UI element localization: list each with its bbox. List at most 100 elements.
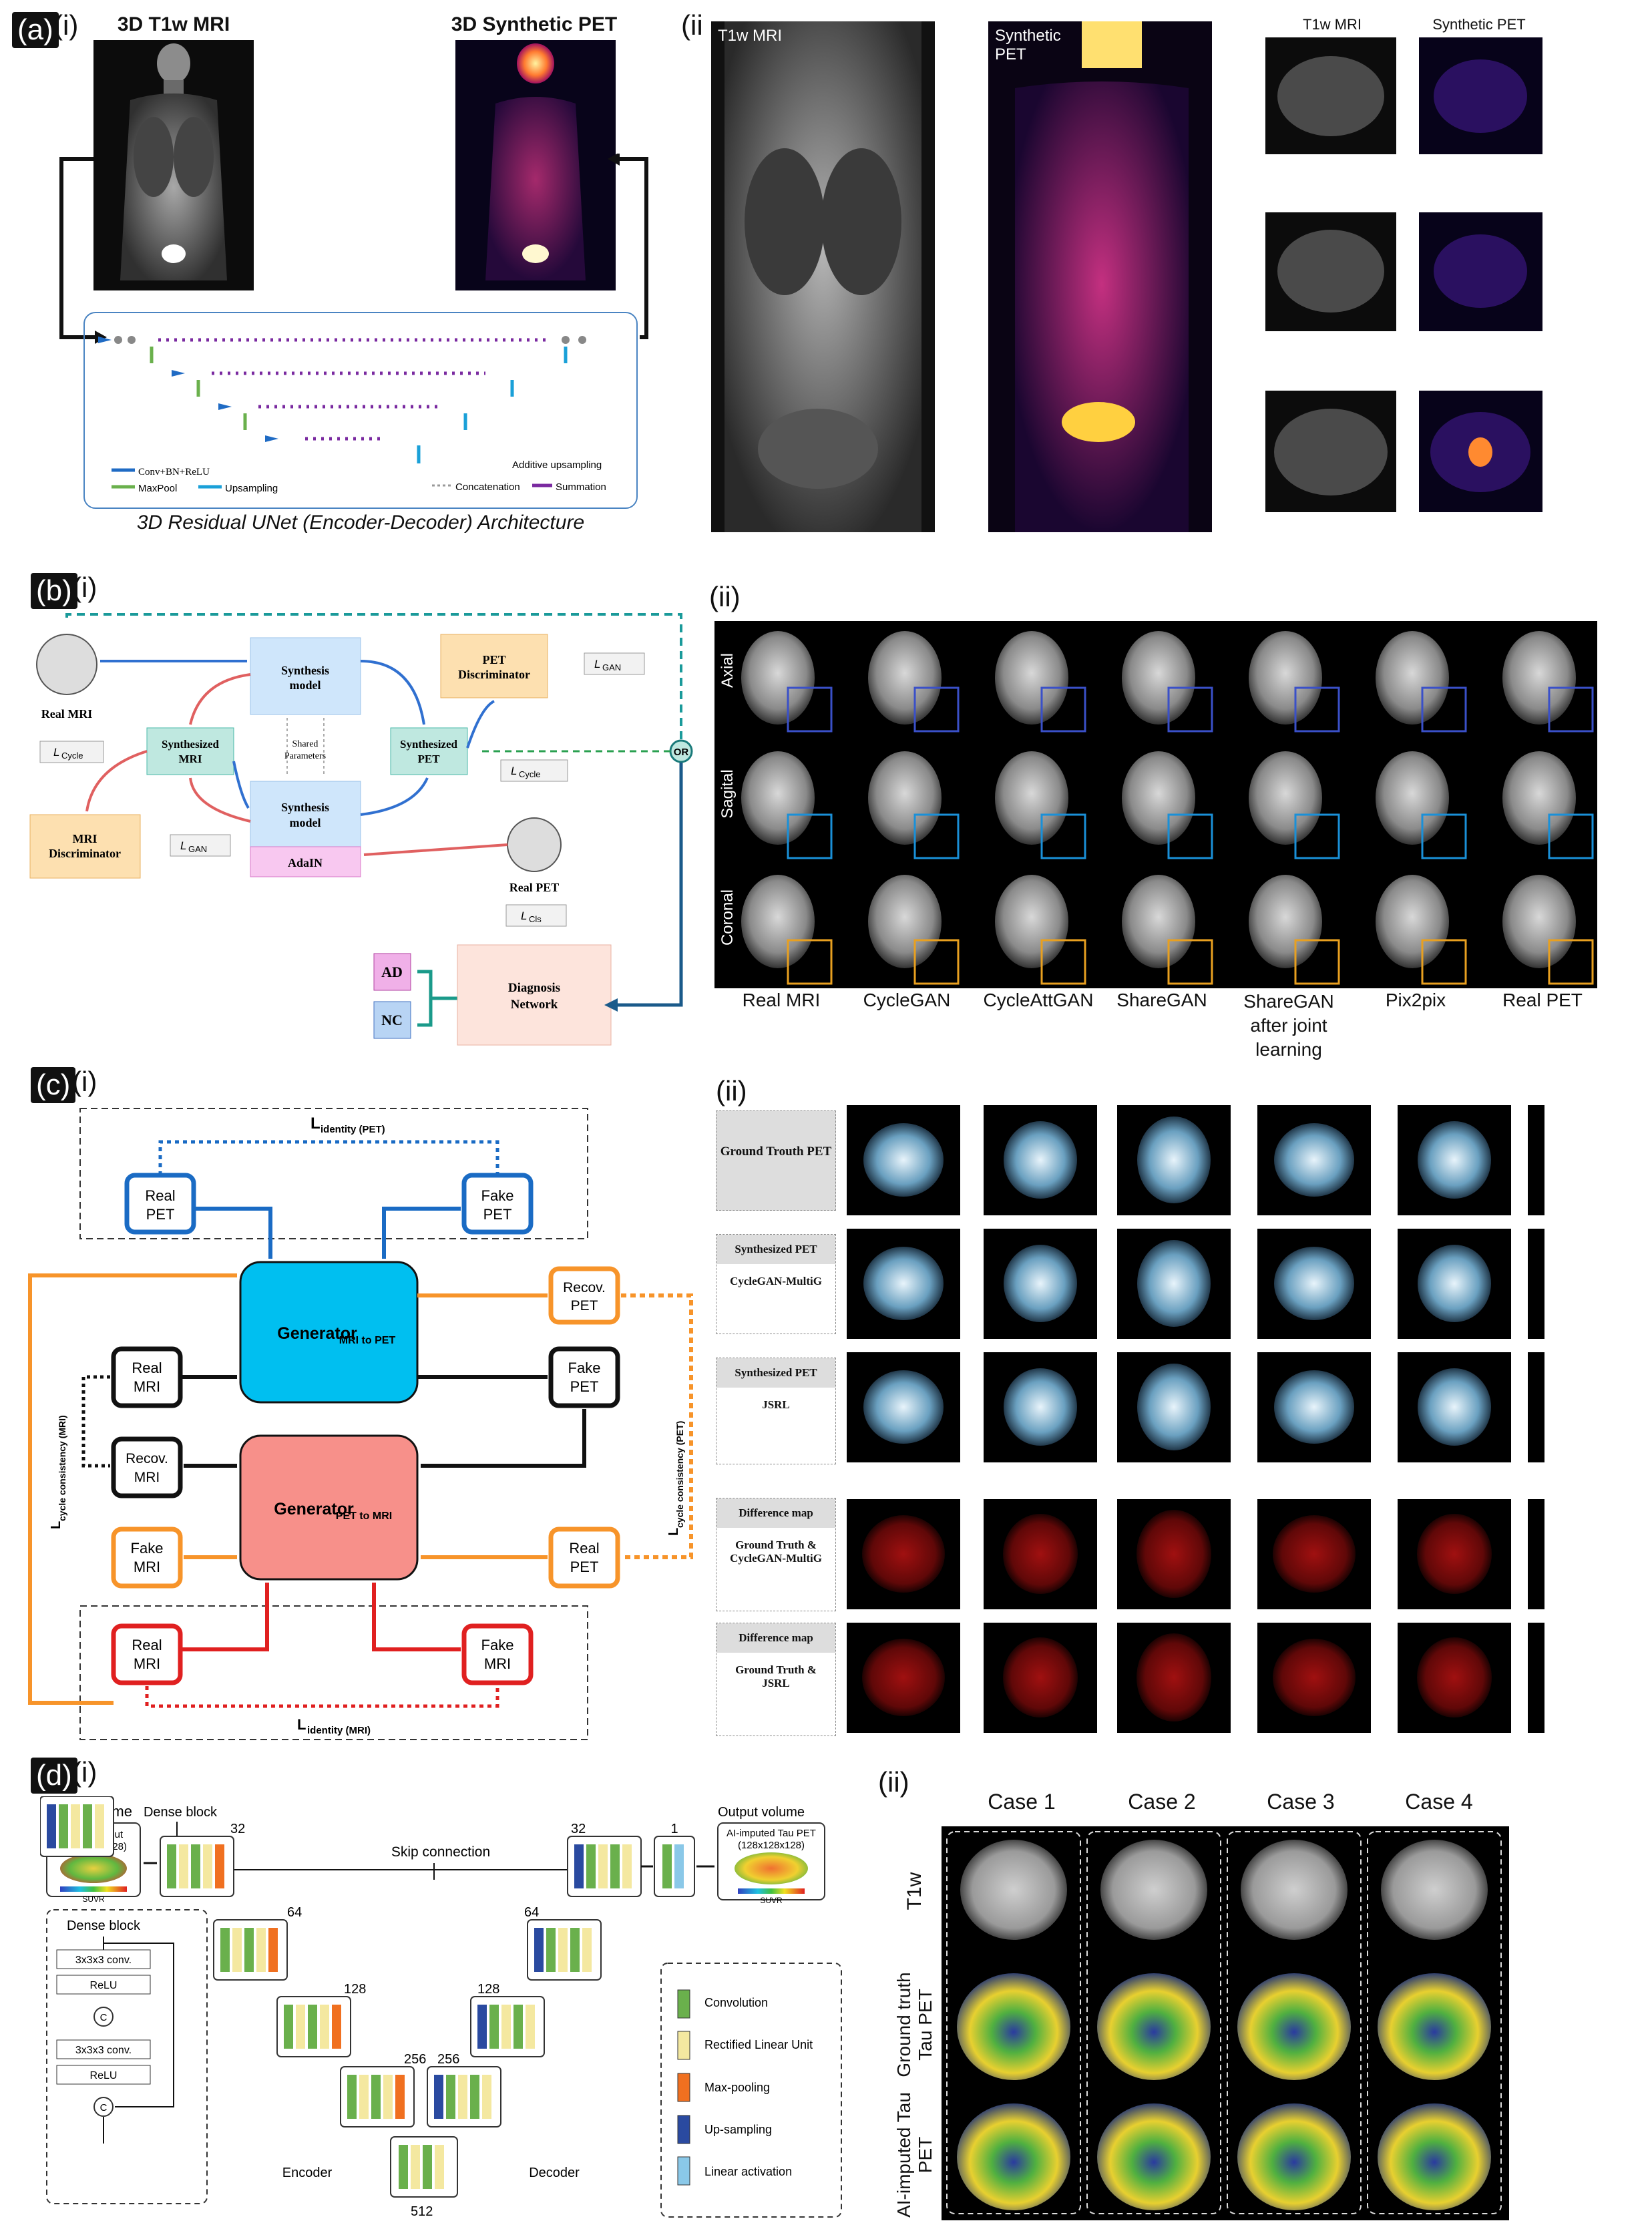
ch-128-right: 128 — [477, 1982, 499, 1997]
l-gan-bottom-sub: GAN — [188, 844, 207, 854]
svg-text:L: L — [297, 1716, 306, 1733]
panel-a-ii-label: (ii — [681, 9, 703, 41]
legend-convolution: Convolution — [704, 1996, 768, 2009]
svg-text:Parameters: Parameters — [284, 751, 326, 761]
l-cycle-pet-sub: cycle consistency (PET) — [674, 1421, 685, 1528]
svg-text:L: L — [666, 1528, 681, 1536]
svg-text:MRI: MRI — [134, 1655, 160, 1672]
gen-mri-pet-sub: MRI to PET — [339, 1335, 396, 1346]
svg-text:L: L — [49, 1521, 63, 1529]
col-sharegan: ShareGAN — [1116, 990, 1207, 1010]
ch-64-right: 64 — [524, 1905, 539, 1920]
case-3-label: Case 3 — [1267, 1790, 1335, 1814]
svg-text:Recov.: Recov. — [126, 1451, 168, 1466]
svg-text:PET: PET — [483, 1206, 512, 1223]
svg-text:PET: PET — [570, 1378, 599, 1395]
t1w-mri-coronal: T1w MRI — [711, 21, 935, 532]
l-cycle-right-sub: Cycle — [519, 769, 541, 779]
panel-b-i-label: (i) — [72, 572, 97, 603]
l-identity-pet-sub: identity (PET) — [321, 1124, 385, 1135]
col-cyclegan: CycleGAN — [863, 990, 951, 1010]
svg-text:Recov.: Recov. — [563, 1280, 606, 1295]
svg-text:MRI: MRI — [134, 1378, 160, 1395]
case-1-label: Case 1 — [988, 1790, 1056, 1814]
legend-upsampling: Up-sampling — [704, 2123, 772, 2136]
synthetic-pet-coronal: Synthetic PET — [988, 21, 1212, 532]
case-2-label: Case 2 — [1128, 1790, 1196, 1814]
brain-comparison-grid: Axial Sagital Coronal — [714, 621, 1597, 988]
panel-b-ii-label: (ii) — [709, 581, 741, 612]
relu-2: ReLU — [90, 2070, 118, 2081]
row-t1w: T1w — [903, 1872, 925, 1910]
svg-text:model: model — [290, 816, 321, 829]
gen-pet-mri: Generator — [274, 1500, 354, 1518]
svg-text:Real: Real — [145, 1187, 175, 1204]
mri-title: 3D T1w MRI — [117, 13, 230, 35]
panel-b-letter: (b) — [31, 573, 77, 609]
svg-text:L: L — [511, 765, 517, 777]
skip-connection-label: Skip connection — [391, 1844, 490, 1860]
svg-text:Discriminator: Discriminator — [458, 668, 530, 681]
svg-text:PET: PET — [146, 1206, 175, 1223]
panel-c-ii-label: (ii) — [716, 1075, 747, 1106]
legend-concat: Concatenation — [455, 481, 520, 493]
svg-text:PET: PET — [417, 753, 440, 765]
col-sharegan-joint: ShareGAN after joint learning — [1243, 991, 1334, 1060]
row-sagital: Sagital — [718, 769, 737, 819]
svg-text:MRI: MRI — [73, 832, 97, 845]
col-real-pet: Real PET — [1502, 990, 1583, 1010]
ch-64-left: 64 — [287, 1905, 302, 1920]
svg-text:Fake: Fake — [481, 1637, 514, 1653]
svg-text:Fake: Fake — [568, 1360, 601, 1376]
svg-text:MRI: MRI — [134, 1559, 160, 1575]
nc-label: NC — [381, 1012, 403, 1028]
row-diff-jsrl: Difference map Ground Truth & JSRL — [716, 1623, 836, 1736]
col-t1w-label: T1w MRI — [1303, 16, 1362, 33]
arch-caption: 3D Residual UNet (Encoder-Decoder) Archi… — [136, 512, 585, 534]
svg-text:Synthesized: Synthesized — [162, 738, 220, 751]
legend-upsampling: Upsampling — [225, 483, 278, 494]
svg-text:Diagnosis: Diagnosis — [508, 981, 560, 995]
suvr-in: SUVR — [82, 1894, 105, 1904]
svg-text:Synthesis: Synthesis — [281, 801, 329, 814]
svg-text:Real: Real — [132, 1637, 162, 1653]
synthetic-pet-label: Synthetic PET — [995, 27, 1061, 63]
pet-synthesis-grid — [847, 1105, 1544, 1733]
svg-text:L: L — [594, 658, 600, 670]
dense-block-detail-title: Dense block — [67, 1918, 141, 1933]
gen-mri-pet: Generator — [277, 1324, 357, 1343]
svg-text:L: L — [180, 839, 186, 852]
conv-1: 3x3x3 conv. — [75, 1955, 132, 1966]
panel-c-letter: (c) — [31, 1067, 76, 1103]
ch-1: 1 — [670, 1822, 678, 1836]
output-size: (128x128x128) — [738, 1840, 805, 1851]
concat-2: C — [100, 2102, 108, 2113]
svg-text:Discriminator: Discriminator — [49, 847, 121, 860]
l-cycle-left-sub: Cycle — [61, 751, 83, 761]
axial-mri-3 — [1265, 391, 1396, 512]
axial-pet-1 — [1419, 37, 1542, 154]
row-gt-pet: Ground Trouth PET — [716, 1110, 836, 1211]
col-pix2pix: Pix2pix — [1385, 990, 1446, 1010]
panel-d-letter: (d) — [31, 1758, 77, 1794]
panel-a-i-label: (i) — [53, 9, 79, 41]
pet-title: 3D Synthetic PET — [451, 13, 618, 35]
svg-text:MRI: MRI — [134, 1470, 160, 1485]
ch-512: 512 — [411, 2204, 433, 2219]
case-4-label: Case 4 — [1405, 1790, 1473, 1814]
row-ai-tau: AI-imputed Tau PET — [893, 2092, 936, 2218]
panel-d-diagram: Input volume Original input (128x128x128… — [40, 1796, 842, 2219]
real-mri-label: Real MRI — [41, 707, 92, 721]
decoder-label: Decoder — [529, 2166, 580, 2180]
pet-coronal-image — [455, 40, 616, 290]
encoder-label: Encoder — [282, 2166, 333, 2180]
panel-d-i-label: (i) — [72, 1756, 97, 1788]
svg-text:L: L — [521, 909, 527, 922]
col-pet-label: Synthetic PET — [1432, 16, 1526, 33]
svg-text:Synthesized: Synthesized — [400, 738, 458, 751]
legend-maxpool: Max-pooling — [704, 2081, 770, 2094]
l-identity-mri-sub: identity (MRI) — [307, 1725, 371, 1736]
adain-label: AdaIN — [288, 856, 323, 869]
mri-coronal-image — [93, 40, 254, 290]
